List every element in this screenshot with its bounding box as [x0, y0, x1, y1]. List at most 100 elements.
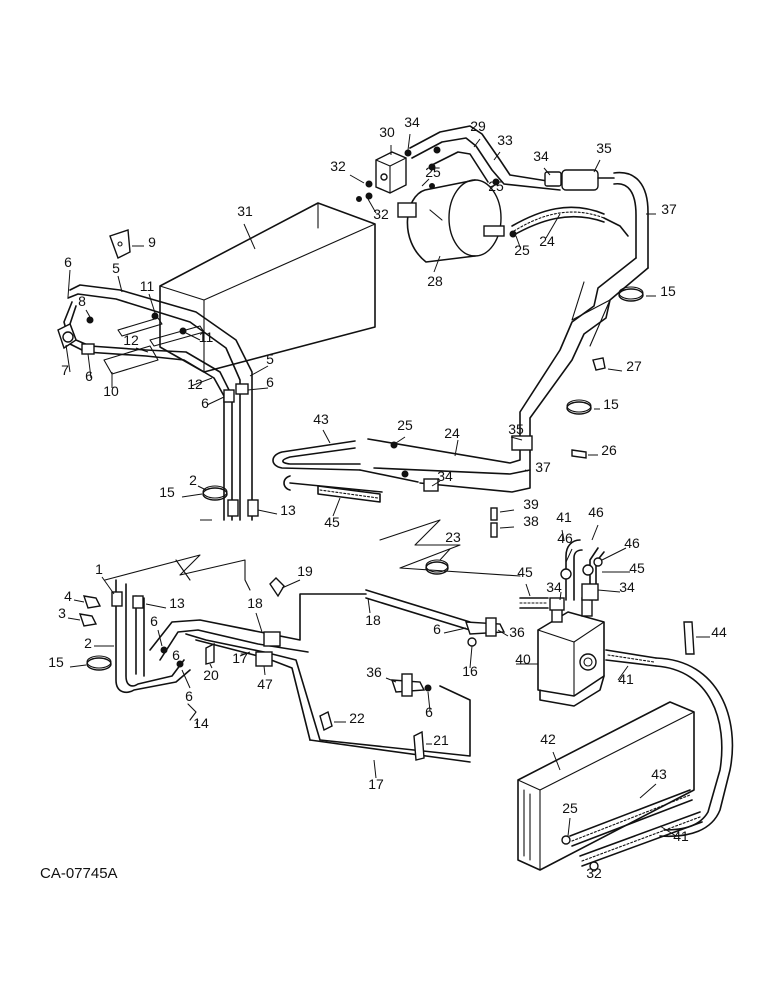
callout-36: 36: [509, 624, 525, 640]
callout-3: 3: [58, 605, 66, 621]
callout-9: 9: [148, 234, 156, 250]
callout-35: 35: [508, 421, 524, 437]
callout-4: 4: [64, 588, 72, 604]
callout-26: 26: [601, 442, 617, 458]
callout-45: 45: [629, 560, 645, 576]
callout-41: 41: [556, 509, 572, 525]
pump-body-28: [397, 179, 505, 273]
callout-32: 32: [373, 206, 389, 222]
callout-25: 25: [397, 417, 413, 433]
callout-7: 7: [61, 362, 69, 378]
callout-32: 32: [330, 158, 346, 174]
control-valve-40: [516, 597, 605, 707]
drawing-code: CA-07745A: [40, 865, 118, 882]
callout-5: 5: [266, 351, 274, 367]
callout-17: 17: [368, 776, 384, 792]
callout-34: 34: [533, 148, 549, 164]
callout-21: 21: [433, 732, 449, 748]
callout-43: 43: [313, 411, 329, 427]
callout-14: 14: [193, 715, 209, 731]
callout-20: 20: [203, 667, 219, 683]
cooler-braided-hoses: [561, 783, 703, 872]
callout-6: 6: [185, 688, 193, 704]
callout-43: 43: [651, 766, 667, 782]
callout-2: 2: [84, 635, 92, 651]
callout-16: 16: [462, 663, 478, 679]
callout-40: 40: [515, 651, 531, 667]
callout-23: 23: [445, 529, 461, 545]
callout-5: 5: [112, 260, 120, 276]
callout-13: 13: [280, 502, 296, 518]
callout-18: 18: [247, 595, 263, 611]
callout-30: 30: [379, 124, 395, 140]
callout-11: 11: [199, 329, 214, 345]
fittings-16-36: [385, 617, 509, 712]
callout-22: 22: [349, 710, 365, 726]
callout-11: 11: [140, 278, 155, 294]
left-bracket-tubes: [57, 269, 278, 521]
callout-24: 24: [539, 233, 555, 249]
callout-6: 6: [85, 368, 93, 384]
callout-24: 24: [444, 425, 460, 441]
pins-38-39: [490, 507, 515, 538]
callout-15: 15: [660, 283, 676, 299]
callout-39: 39: [523, 496, 539, 512]
callout-34: 34: [546, 579, 562, 595]
callout-6: 6: [201, 395, 209, 411]
callout-38: 38: [523, 513, 539, 529]
braided-hose-45-middle: [283, 475, 383, 517]
callout-27: 27: [626, 358, 642, 374]
callout-2: 2: [189, 472, 197, 488]
valve-top-fittings: [519, 524, 630, 611]
lower-left-tubes: [67, 576, 191, 694]
callout-37: 37: [535, 459, 551, 475]
callout-6: 6: [433, 621, 441, 637]
callout-8: 8: [78, 293, 86, 309]
clamps-15: [69, 286, 656, 671]
callout-44: 44: [711, 624, 727, 640]
callout-46: 46: [557, 530, 573, 546]
callout-34: 34: [619, 579, 635, 595]
callout-6: 6: [425, 704, 433, 720]
callout-6: 6: [64, 254, 72, 270]
callout-46: 46: [588, 504, 604, 520]
callout-17: 17: [232, 650, 248, 666]
callout-35: 35: [596, 140, 612, 156]
callout-15: 15: [48, 654, 64, 670]
callout-29: 29: [470, 118, 486, 134]
callout-47: 47: [257, 676, 273, 692]
lower-center-tubes: [149, 577, 471, 779]
callout-6: 6: [266, 374, 274, 390]
callout-25: 25: [425, 164, 441, 180]
callout-34: 34: [404, 114, 420, 130]
break-lines: [104, 519, 521, 591]
callout-41: 41: [673, 828, 689, 844]
callout-15: 15: [159, 484, 175, 500]
valve-block-30: [349, 133, 412, 214]
cooler-box-31: [159, 202, 376, 373]
upper-tubes-29-33: [409, 125, 561, 191]
braided-hose-24-upper: [509, 206, 629, 248]
brackets-9-10-12: [103, 229, 205, 388]
callout-34: 34: [437, 468, 453, 484]
callout-28: 28: [427, 273, 443, 289]
callout-45: 45: [517, 564, 533, 580]
callout-42: 42: [540, 731, 556, 747]
callout-25: 25: [514, 242, 530, 258]
callout-25: 25: [562, 800, 578, 816]
callout-15: 15: [603, 396, 619, 412]
vertical-tubes-right: [519, 257, 649, 453]
callout-45: 45: [324, 514, 340, 530]
callout-12: 12: [123, 332, 139, 348]
callout-41: 41: [618, 671, 634, 687]
oil-cooler-42: [517, 701, 695, 871]
callout-33: 33: [497, 132, 513, 148]
callout-18: 18: [365, 612, 381, 628]
callout-1: 1: [95, 561, 103, 577]
callout-46: 46: [624, 535, 640, 551]
callout-25: 25: [488, 178, 504, 194]
middle-tube-loops: [272, 429, 533, 493]
bolt-44: [683, 621, 710, 655]
